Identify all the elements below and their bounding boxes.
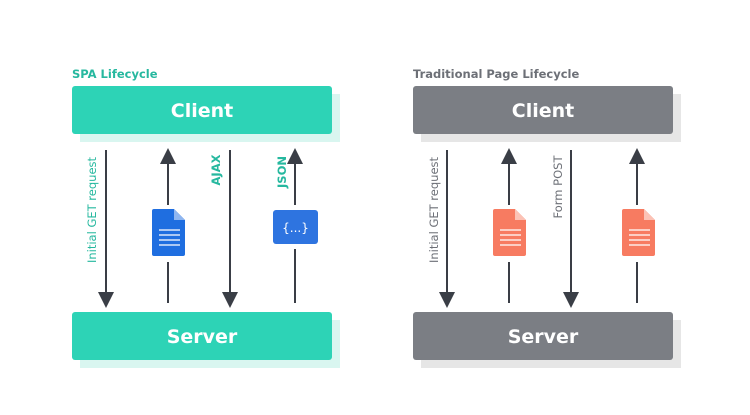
traditional-client-box [413,86,673,134]
spa-panel: SPA Lifecycle Client Server Initial GET … [72,67,340,368]
spa-server-box [72,312,332,360]
document-icon [622,209,655,256]
spa-client-box [72,86,332,134]
spa-title: SPA Lifecycle [72,67,158,81]
form-post-label: Form POST [551,155,565,219]
json-braces-icon: {...} [273,210,318,244]
traditional-server-box [413,312,673,360]
initial-get-label: Initial GET request [427,156,441,263]
traditional-server-label: Server [508,326,579,348]
traditional-client-label: Client [512,100,574,122]
initial-get-label: Initial GET request [85,156,99,263]
json-icon-text: {...} [282,221,309,235]
spa-client-label: Client [171,100,233,122]
ajax-label: AJAX [209,154,223,185]
traditional-title: Traditional Page Lifecycle [413,67,579,81]
traditional-panel: Traditional Page Lifecycle Client Server… [413,67,681,368]
spa-server-label: Server [167,326,238,348]
json-label: JSON [275,156,289,189]
document-icon [152,209,185,256]
document-icon [493,209,526,256]
